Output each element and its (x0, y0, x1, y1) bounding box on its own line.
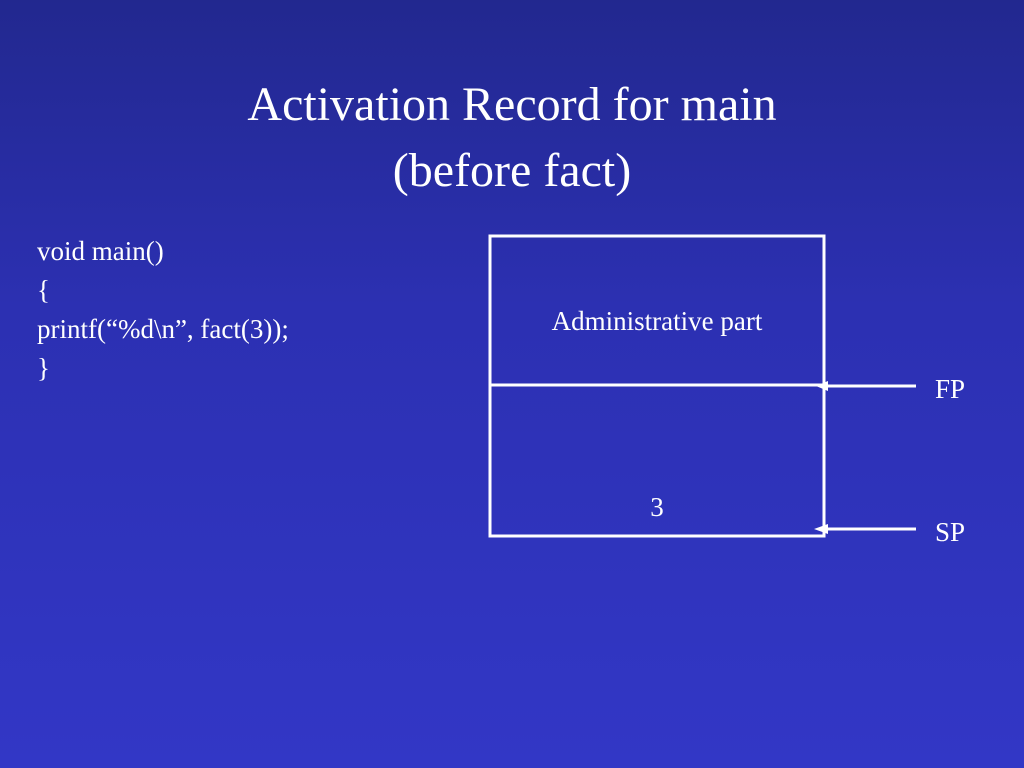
fp-label: FP (935, 374, 966, 404)
title-line-2: (before fact) (392, 144, 632, 197)
code-line: } (37, 353, 50, 383)
slide-title: Activation Record for main (before fact) (0, 72, 1024, 204)
administrative-part-label: Administrative part (551, 306, 763, 336)
sp-label: SP (935, 517, 966, 547)
code-line: { (37, 275, 50, 305)
code-line: printf(“%d\n”, fact(3)); (37, 314, 289, 344)
stack-value-label: 3 (650, 492, 664, 522)
fp-arrowhead (816, 381, 828, 391)
code-line: void main() (37, 236, 164, 266)
sp-arrowhead (814, 524, 828, 534)
title-line-1: Activation Record for main (247, 78, 777, 131)
code-block: void main() { printf(“%d\n”, fact(3)); } (37, 232, 289, 388)
